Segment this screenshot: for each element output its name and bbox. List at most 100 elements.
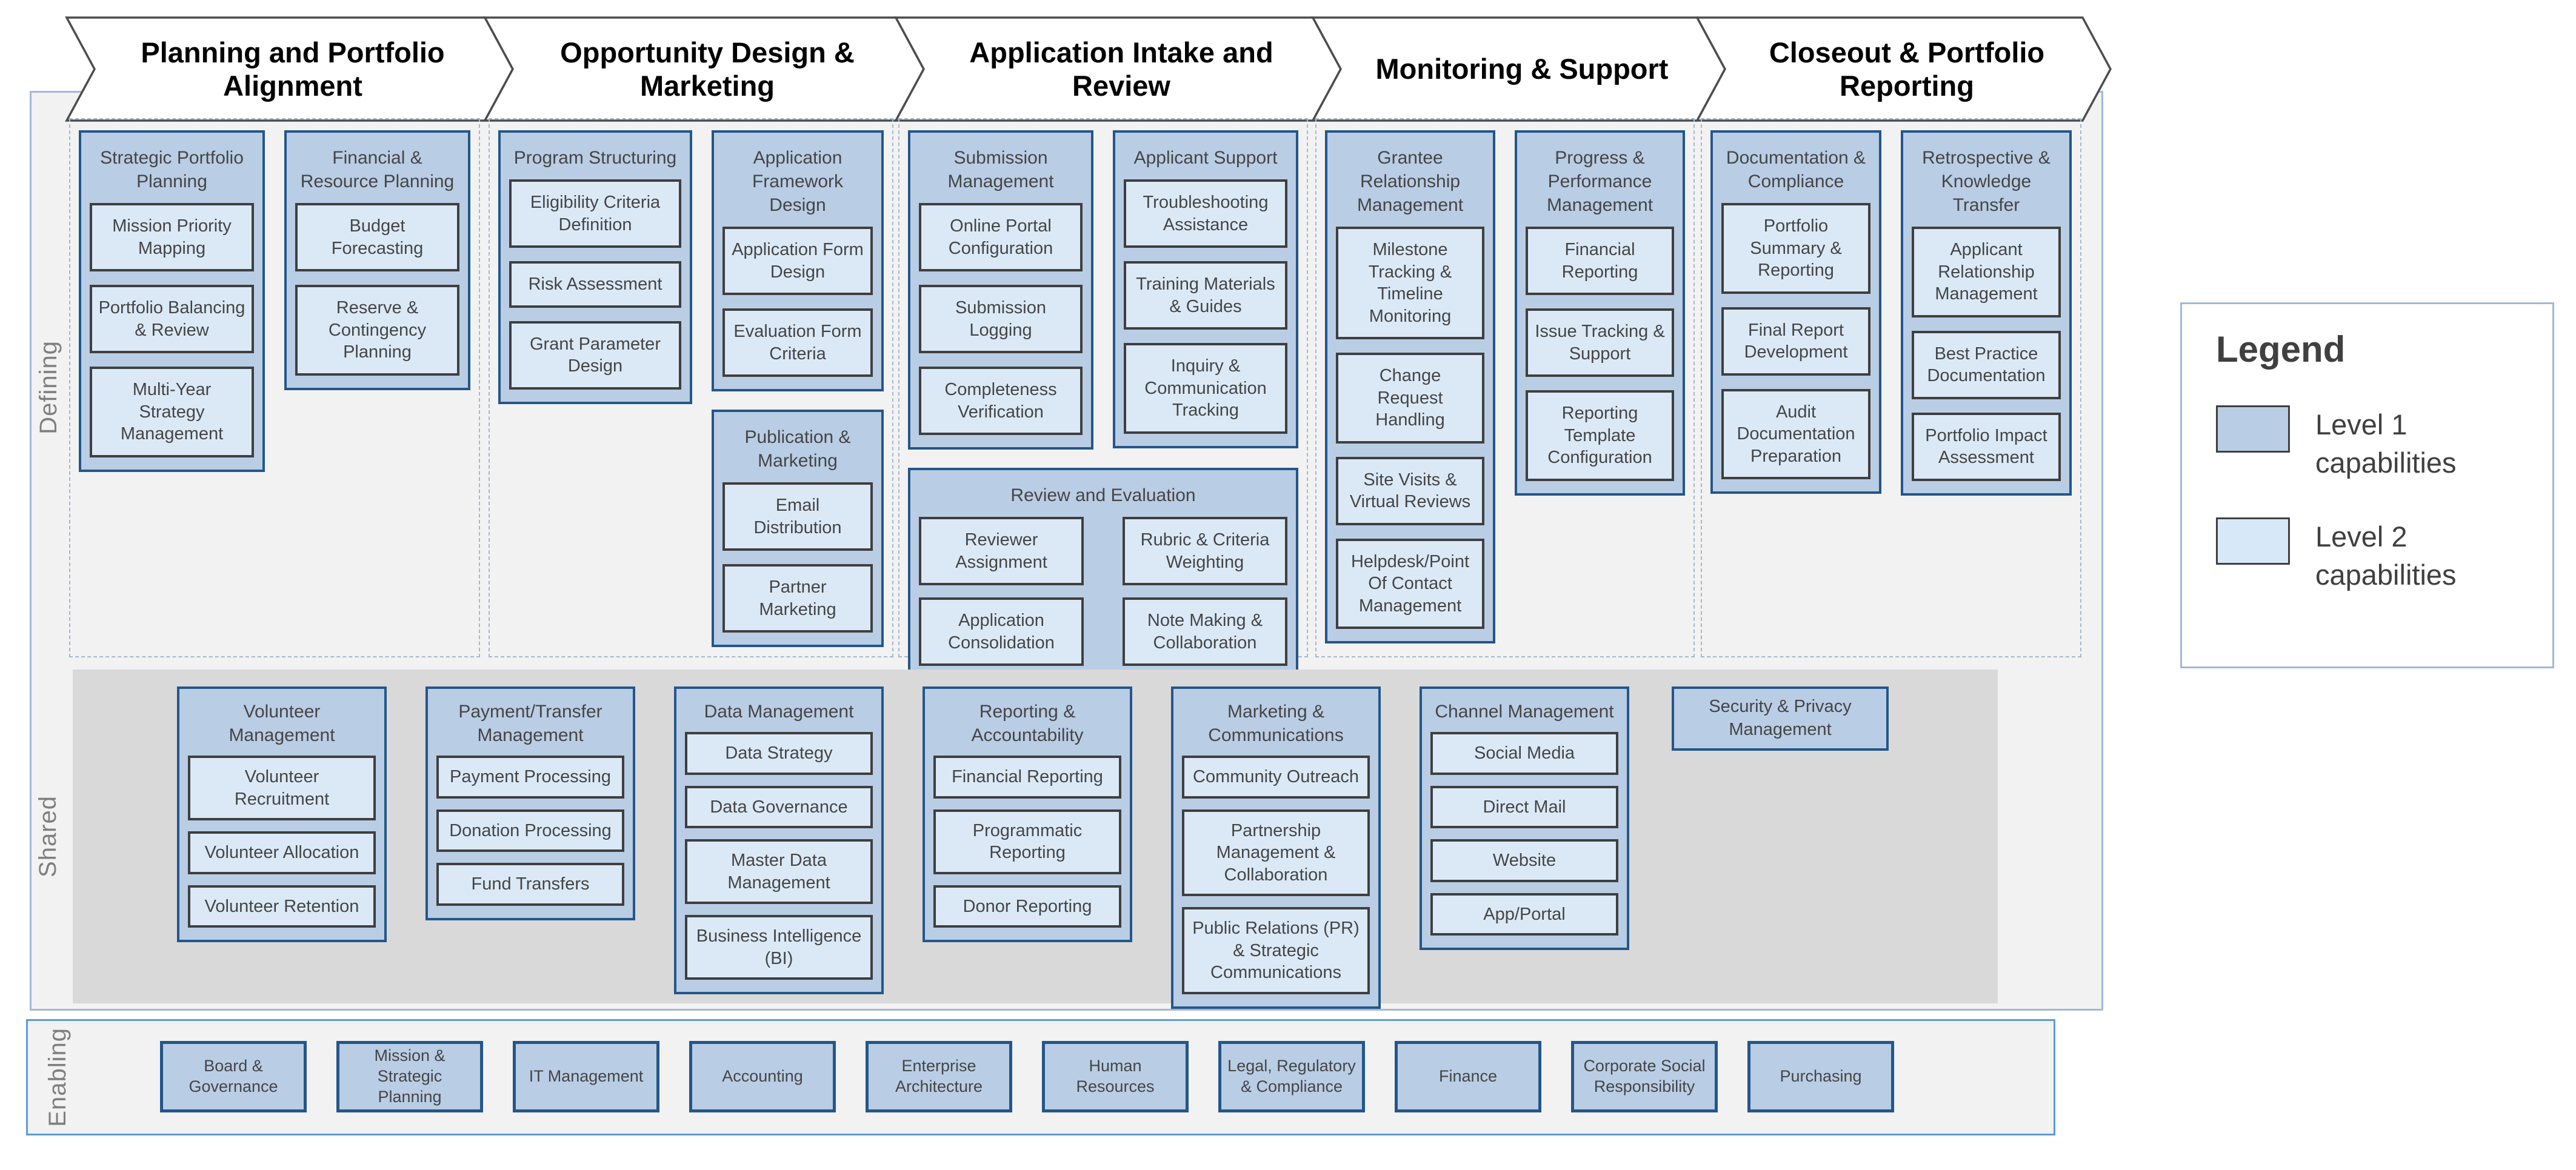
phase-chevron [1695,16,2112,122]
capability-item: Reviewer Assignment [919,517,1084,586]
capability-item: Donor Reporting [933,885,1121,928]
capability-group-title: Review and Evaluation [1010,485,1196,506]
capability-item: Public Relations (PR) & Strategic Commun… [1182,907,1370,994]
enabling-band-label: Enabling [44,1028,71,1127]
capability-item: Business Intelligence (BI) [685,915,873,980]
capability-item: Fund Transfers [436,863,624,906]
capability-item: Note Making & Collaboration [1123,597,1287,666]
capability-item: Website [1430,839,1618,882]
capability-group-title: Documentation & Compliance [1726,148,1866,191]
capability-group-title: Submission Management [947,148,1054,191]
enabling-section: Enabling Board & Governance Mission & Str… [26,1019,2055,1135]
capability-item: Best Practice Documentation [1912,330,2061,399]
capability-item: Reporting Template Configuration [1526,390,1674,481]
enabling-capability-box: Corporate Social Responsibility [1571,1041,1718,1112]
enabling-capability-box: Mission & Strategic Planning [336,1041,483,1112]
shared-band-label-wrap: Shared [30,670,66,1003]
capability-item: Submission Logging [919,285,1083,354]
enabling-capability-box: Purchasing [1747,1041,1894,1112]
capability-item: Volunteer Retention [188,885,376,928]
capability-item: Applicant Relationship Management [1912,227,2061,317]
phase-chevron-label: Planning and Portfolio Alignment [141,36,445,102]
capability-item: Portfolio Summary & Reporting [1721,203,1870,294]
capability-item: Final Report Development [1721,307,1870,376]
phase-chevron-label: Closeout & Portfolio Reporting [1769,36,2045,102]
capability-item: Helpdesk/Point Of Contact Management [1336,538,1484,630]
legend-entry-level2: Level 2 capabilities [2216,517,2552,594]
enabling-capability-box: Accounting [689,1041,836,1112]
enabling-capability-box: Finance [1395,1041,1541,1112]
capability-item: Email Distribution [722,482,873,551]
capability-item: Direct Mail [1430,785,1618,829]
legend-entry-label: Level 1 capabilities [2315,408,2457,479]
capability-item: Change Request Handling [1336,353,1484,444]
capability-group-title: Program Structuring [513,148,677,168]
capability-group-title: Data Management [704,702,854,722]
level1-swatch-icon [2216,405,2290,453]
capability-item: Site Visits & Virtual Reviews [1336,456,1484,525]
capability-group-title: Reporting & Accountability [971,702,1084,745]
capability-item: Reserve & Contingency Planning [295,285,459,376]
capability-item: Completeness Verification [919,367,1083,436]
capability-item: Payment Processing [436,756,624,799]
enabling-capability-box: IT Management [513,1041,659,1112]
capability-item: Social Media [1430,732,1618,775]
defining-band-label: Defining [35,340,62,434]
capability-item: Grant Parameter Design [509,321,681,390]
capability-item: Mission Priority Mapping [90,203,254,272]
capability-item: Data Governance [685,785,873,829]
capability-item: Community Outreach [1182,756,1370,799]
capability-item: Audit Documentation Preparation [1721,388,1870,480]
capability-item: Troubleshooting Assistance [1124,179,1287,248]
capability-item: Application Consolidation [919,597,1084,666]
capability-group-title: Publication & Marketing [744,427,851,471]
capability-item: Volunteer Recruitment [188,756,376,821]
capability-group-title: Strategic Portfolio Planning [100,148,244,191]
capability-item: Risk Assessment [509,261,681,308]
capability-group-title: Retrospective & Knowledge Transfer [1922,148,2050,215]
capability-item: Donation Processing [436,809,624,853]
capability-item: Application Form Design [722,227,873,296]
capability-item: Partnership Management & Collaboration [1182,809,1370,897]
enabling-capability-box: Board & Governance [160,1041,307,1112]
enabling-capability-box: Human Resources [1042,1041,1189,1112]
capability-item: Programmatic Reporting [933,809,1121,874]
capability-item: Financial Reporting [933,756,1121,799]
capability-item: Volunteer Allocation [188,831,376,874]
capability-group-title: Application Framework Design [752,148,843,215]
enabling-band-label-wrap: Enabling [36,1021,79,1134]
capability-item: Training Materials & Guides [1124,261,1287,330]
capability-item: Evaluation Form Criteria [722,308,873,377]
enabling-capability-box: Legal, Regulatory & Compliance [1218,1041,1365,1112]
capability-item: Inquiry & Communication Tracking [1124,343,1287,434]
capability-item: Partner Marketing [722,564,873,633]
